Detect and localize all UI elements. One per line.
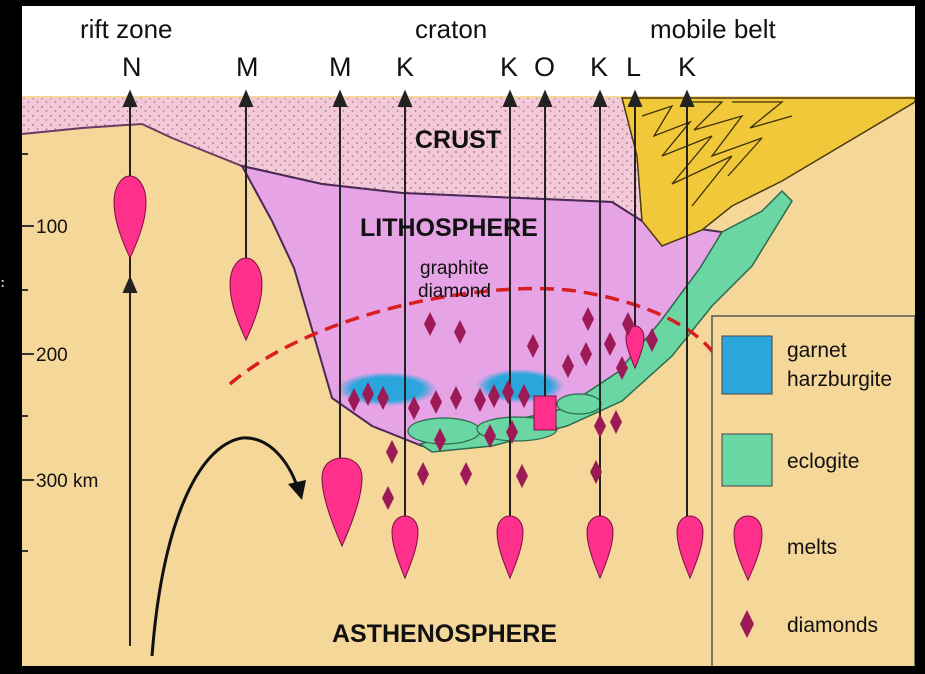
- label-crust: CRUST: [415, 126, 501, 154]
- legend-label-melts: melts: [787, 536, 837, 559]
- header-craton: craton: [415, 14, 487, 44]
- header-rift-zone: rift zone: [80, 14, 173, 44]
- depth-label-200: 200: [36, 345, 68, 366]
- legend-swatch-eclogite: [722, 434, 772, 486]
- label-lithosphere: LITHOSPHERE: [360, 214, 538, 242]
- header-mobile-belt: mobile belt: [650, 14, 777, 44]
- legend: garnet harzburgite eclogite melts diamon…: [712, 316, 915, 666]
- label-graphite: graphite: [420, 258, 489, 279]
- edge-mark: :: [0, 272, 5, 291]
- depth-label-300: 300 km: [36, 471, 98, 492]
- diagram-frame: 100 200 300 km: [22, 6, 915, 666]
- location-k4: K: [678, 52, 696, 82]
- intrusion-block: [534, 396, 556, 430]
- location-m1: M: [236, 52, 259, 82]
- legend-swatch-garnet-harzburgite: [722, 336, 772, 394]
- legend-label-eclogite: eclogite: [787, 450, 859, 473]
- label-asthenosphere: ASTHENOSPHERE: [332, 620, 557, 648]
- legend-label-diamonds: diamonds: [787, 614, 878, 637]
- location-k2: K: [500, 52, 518, 82]
- location-n: N: [122, 52, 142, 82]
- lithosphere-cross-section: 100 200 300 km: [22, 6, 915, 666]
- depth-label-100: 100: [36, 217, 68, 238]
- legend-label-harzburgite: harzburgite: [787, 368, 892, 391]
- eclogite-pod: [557, 394, 601, 414]
- label-diamond: diamond: [418, 281, 491, 302]
- location-l: L: [626, 52, 641, 82]
- location-k3: K: [590, 52, 608, 82]
- legend-label-garnet: garnet: [787, 339, 847, 362]
- location-o: O: [534, 52, 555, 82]
- location-k1: K: [396, 52, 414, 82]
- location-m2: M: [329, 52, 352, 82]
